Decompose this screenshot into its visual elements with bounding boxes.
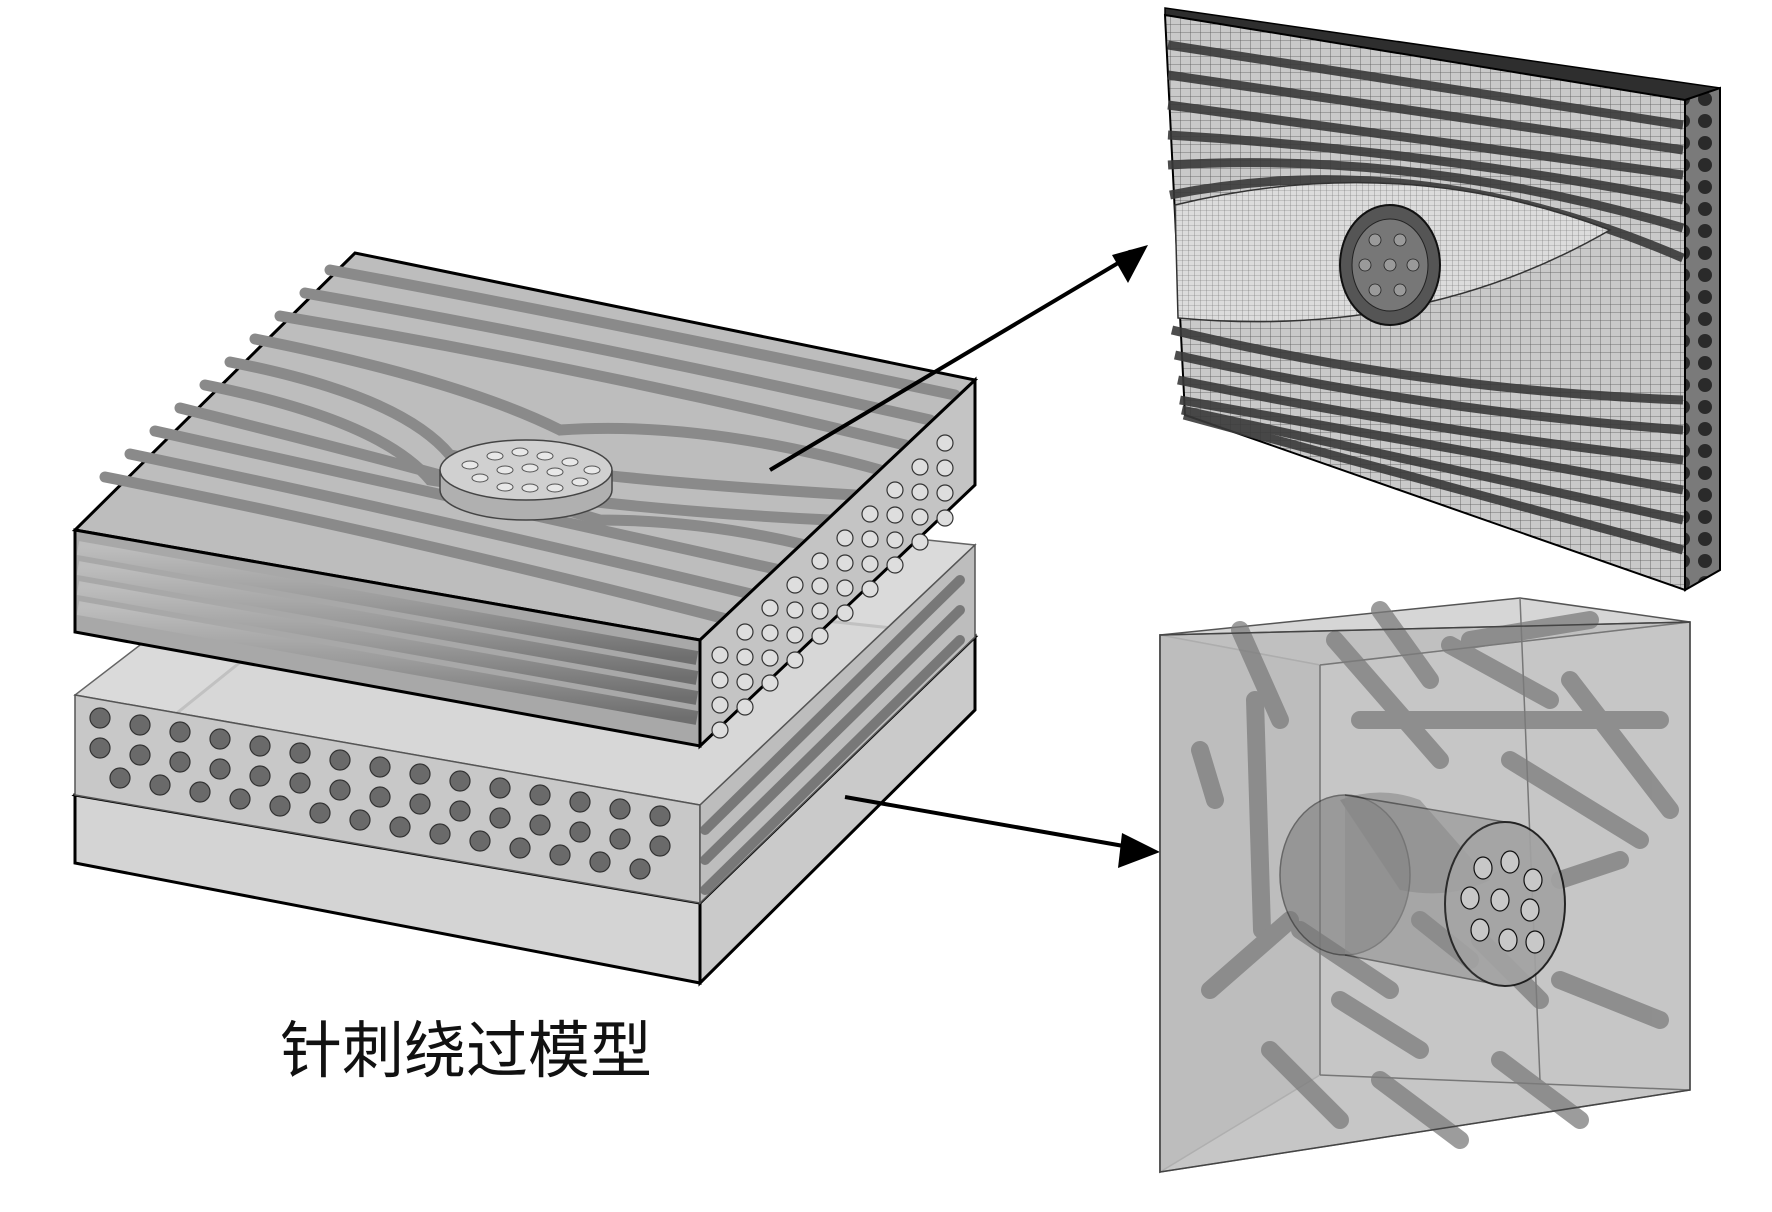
mesh-fiber-bands bbox=[1167, 40, 1685, 555]
cell-needle-bundle bbox=[1279, 792, 1566, 987]
mesh-needle-section bbox=[1339, 204, 1441, 326]
side-fiber-ends bbox=[711, 434, 954, 739]
fe-mesh-block bbox=[1163, 7, 1721, 592]
needle-bundle bbox=[439, 439, 613, 521]
model-caption: 针刺绕过模型 bbox=[280, 1014, 652, 1087]
fiber-rods-side bbox=[700, 575, 965, 895]
front-face-fibers bbox=[76, 541, 699, 725]
layered-preform-model bbox=[71, 251, 979, 987]
arrow-to-cell bbox=[844, 795, 1160, 868]
cell-short-fibers bbox=[1191, 601, 1679, 1149]
top-layer bbox=[71, 251, 979, 750]
fiber-ends-front bbox=[89, 707, 671, 880]
short-fiber-cell bbox=[1159, 597, 1691, 1174]
arrow-to-mesh bbox=[768, 245, 1148, 472]
